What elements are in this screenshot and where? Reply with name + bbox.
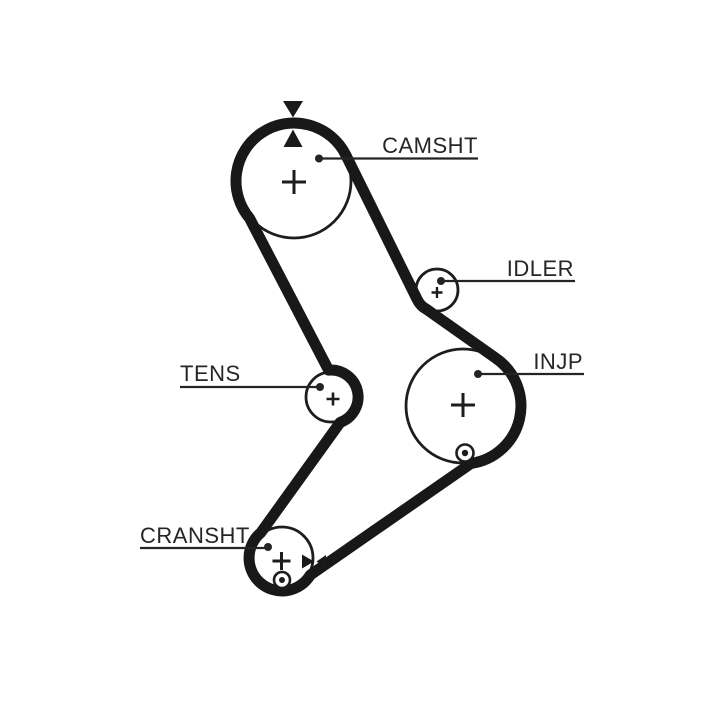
camshaft-leader-dot — [315, 154, 323, 163]
idler-center-cross-icon — [431, 287, 443, 298]
injection-pump-leader-dot — [474, 370, 482, 378]
idler-leader-dot — [437, 277, 445, 285]
tensioner-leader-dot — [316, 383, 324, 391]
crankshaft-alignment-dot-icon — [272, 570, 292, 590]
camshaft-label: CAMSHT — [382, 133, 478, 158]
crankshaft-timing-mark-left-icon — [316, 555, 326, 568]
timing-belt-path — [230, 117, 527, 597]
idler-label: IDLER — [507, 256, 574, 281]
camshaft-center-cross-icon — [282, 170, 306, 194]
tensioner-label: TENS — [180, 361, 241, 386]
tensioner-center-cross-icon — [326, 392, 340, 406]
crankshaft-center-cross-icon — [272, 552, 291, 570]
injection-pump-alignment-dot-icon — [455, 443, 475, 463]
crankshaft-label: CRANSHT — [140, 523, 250, 548]
camshaft-timing-mark-up-icon — [283, 129, 303, 147]
crankshaft-timing-mark-right-icon — [302, 554, 314, 569]
crankshaft-leader-dot — [264, 543, 272, 551]
camshaft-timing-mark-down-icon — [283, 101, 303, 118]
injection-pump-center-cross-icon — [451, 393, 475, 417]
injection-pump-label: INJP — [533, 349, 583, 374]
